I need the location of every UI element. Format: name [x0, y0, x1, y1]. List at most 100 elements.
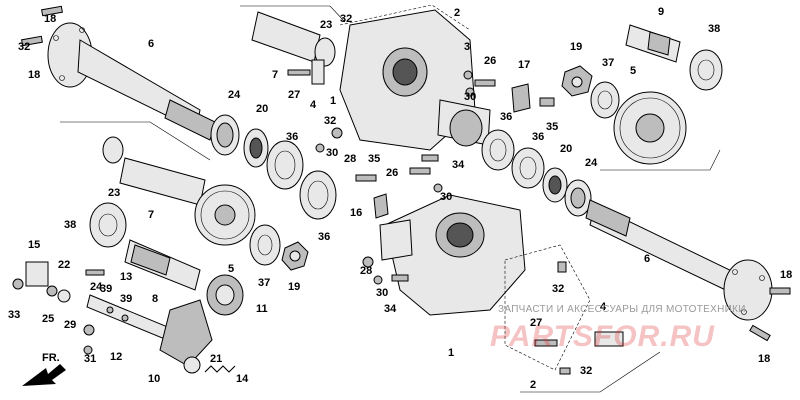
bolt-35a [539, 97, 555, 107]
part-callout-28: 28 [360, 265, 372, 277]
part-callout-10: 10 [148, 373, 160, 385]
part-callout-18: 18 [44, 13, 56, 25]
bearing-36d [511, 147, 545, 189]
part-callout-19: 19 [288, 281, 300, 293]
drive-shaft-right [585, 199, 773, 321]
part-callout-27: 27 [530, 317, 542, 329]
part-callout-22: 22 [58, 259, 70, 271]
part-callout-2: 2 [530, 379, 536, 391]
o-ring-22 [57, 289, 71, 303]
part-callout-1: 1 [330, 95, 336, 107]
part-callout-3: 3 [464, 41, 470, 53]
part-callout-32: 32 [340, 13, 352, 25]
bolt-34b [391, 274, 409, 282]
part-callout-14: 14 [236, 373, 249, 385]
dowel-pin-27b [534, 339, 558, 347]
part-callout-35: 35 [368, 153, 380, 165]
bearing-36b [299, 170, 337, 220]
part-callout-6: 6 [644, 253, 650, 265]
sleeve-group-top [240, 5, 346, 67]
washer-30b [315, 143, 325, 153]
part-callout-5: 5 [630, 65, 636, 77]
bolt-35b [355, 174, 377, 182]
part-callout-24: 24 [228, 89, 241, 101]
watermark-caption: ЗАПЧАСТИ И АКСЕССУАРЫ ДЛЯ МОТОТЕХНИКИ [498, 304, 746, 315]
part-callout-36: 36 [318, 231, 330, 243]
gasket-2b [504, 244, 591, 371]
bolt-31 [83, 345, 93, 355]
part-callout-39: 39 [120, 293, 132, 305]
part-callout-25: 25 [42, 313, 54, 325]
part-callout-12: 12 [110, 351, 122, 363]
oil-seal-24b [564, 179, 592, 217]
flange-bolt-hole [53, 35, 59, 41]
bracket-line-lower [520, 351, 661, 393]
part-callout-32: 32 [552, 283, 564, 295]
part-callout-19: 19 [570, 41, 582, 53]
washer-30c [433, 183, 443, 193]
part-callout-18: 18 [28, 69, 40, 81]
part-callout-7: 7 [272, 69, 278, 81]
part-callout-35: 35 [546, 121, 558, 133]
bracket-16 [373, 193, 389, 219]
part-callout-36: 36 [286, 131, 298, 143]
part-callout-16: 16 [350, 207, 362, 219]
nut-19a [561, 65, 593, 97]
part-callout-32: 32 [324, 115, 336, 127]
o-ring-23a [314, 37, 336, 67]
dowel-4b [594, 331, 624, 347]
part-callout-34: 34 [452, 159, 465, 171]
part-callout-36: 36 [500, 111, 512, 123]
pin-32e [559, 367, 571, 375]
o-ring-23b [102, 136, 124, 164]
part-callout-30: 30 [376, 287, 388, 299]
washer-28b [362, 256, 374, 268]
part-callout-28: 28 [344, 153, 356, 165]
washer-30d [373, 275, 383, 285]
bolt-34a [421, 154, 439, 162]
part-callout-39: 39 [100, 283, 112, 295]
bearing-37b [249, 224, 281, 266]
washer-25 [46, 285, 58, 297]
stud-bolt-18b [21, 35, 43, 47]
part-callout-30: 30 [464, 91, 476, 103]
case-boss-lower [379, 219, 413, 261]
watermark-logo: PARTSFOR.RU [490, 320, 715, 353]
part-callout-34: 34 [384, 303, 397, 315]
gasket-2a [339, 4, 471, 31]
part-callout-9: 9 [658, 6, 664, 18]
part-callout-32: 32 [580, 365, 592, 377]
spacer-20b [542, 167, 568, 203]
part-callout-26: 26 [386, 167, 398, 179]
bearing-36c [481, 129, 515, 171]
ball-39b [121, 314, 129, 322]
part-callout-4: 4 [600, 301, 607, 313]
gear-5b [194, 184, 256, 246]
part-callout-37: 37 [602, 57, 614, 69]
part-callout-27: 27 [288, 89, 300, 101]
ball-39a [106, 306, 114, 314]
part-callout-37: 37 [258, 277, 270, 289]
part-callout-36: 36 [532, 131, 544, 143]
part-callout-24: 24 [90, 281, 103, 293]
part-callout-17: 17 [518, 59, 530, 71]
direction-label: FR. [42, 352, 60, 364]
screw-13 [85, 269, 105, 276]
part-callout-26: 26 [484, 55, 496, 67]
bearing-37a [590, 81, 620, 119]
flange-bolt-hole [59, 75, 65, 81]
bolt-26b [409, 167, 431, 175]
flange-bolt-hole [79, 27, 85, 33]
pinion-shaft-9 [625, 24, 681, 63]
front-direction-arrow-icon [22, 364, 66, 386]
bolt-26a [474, 79, 496, 87]
pinion-shaft-8 [124, 239, 201, 291]
gearbox-case-lower [379, 194, 526, 316]
part-callout-32: 32 [18, 41, 30, 53]
part-callout-38: 38 [708, 23, 720, 35]
collar-7b [119, 157, 206, 206]
part-callout-8: 8 [152, 293, 158, 305]
part-callout-2: 2 [454, 7, 460, 19]
